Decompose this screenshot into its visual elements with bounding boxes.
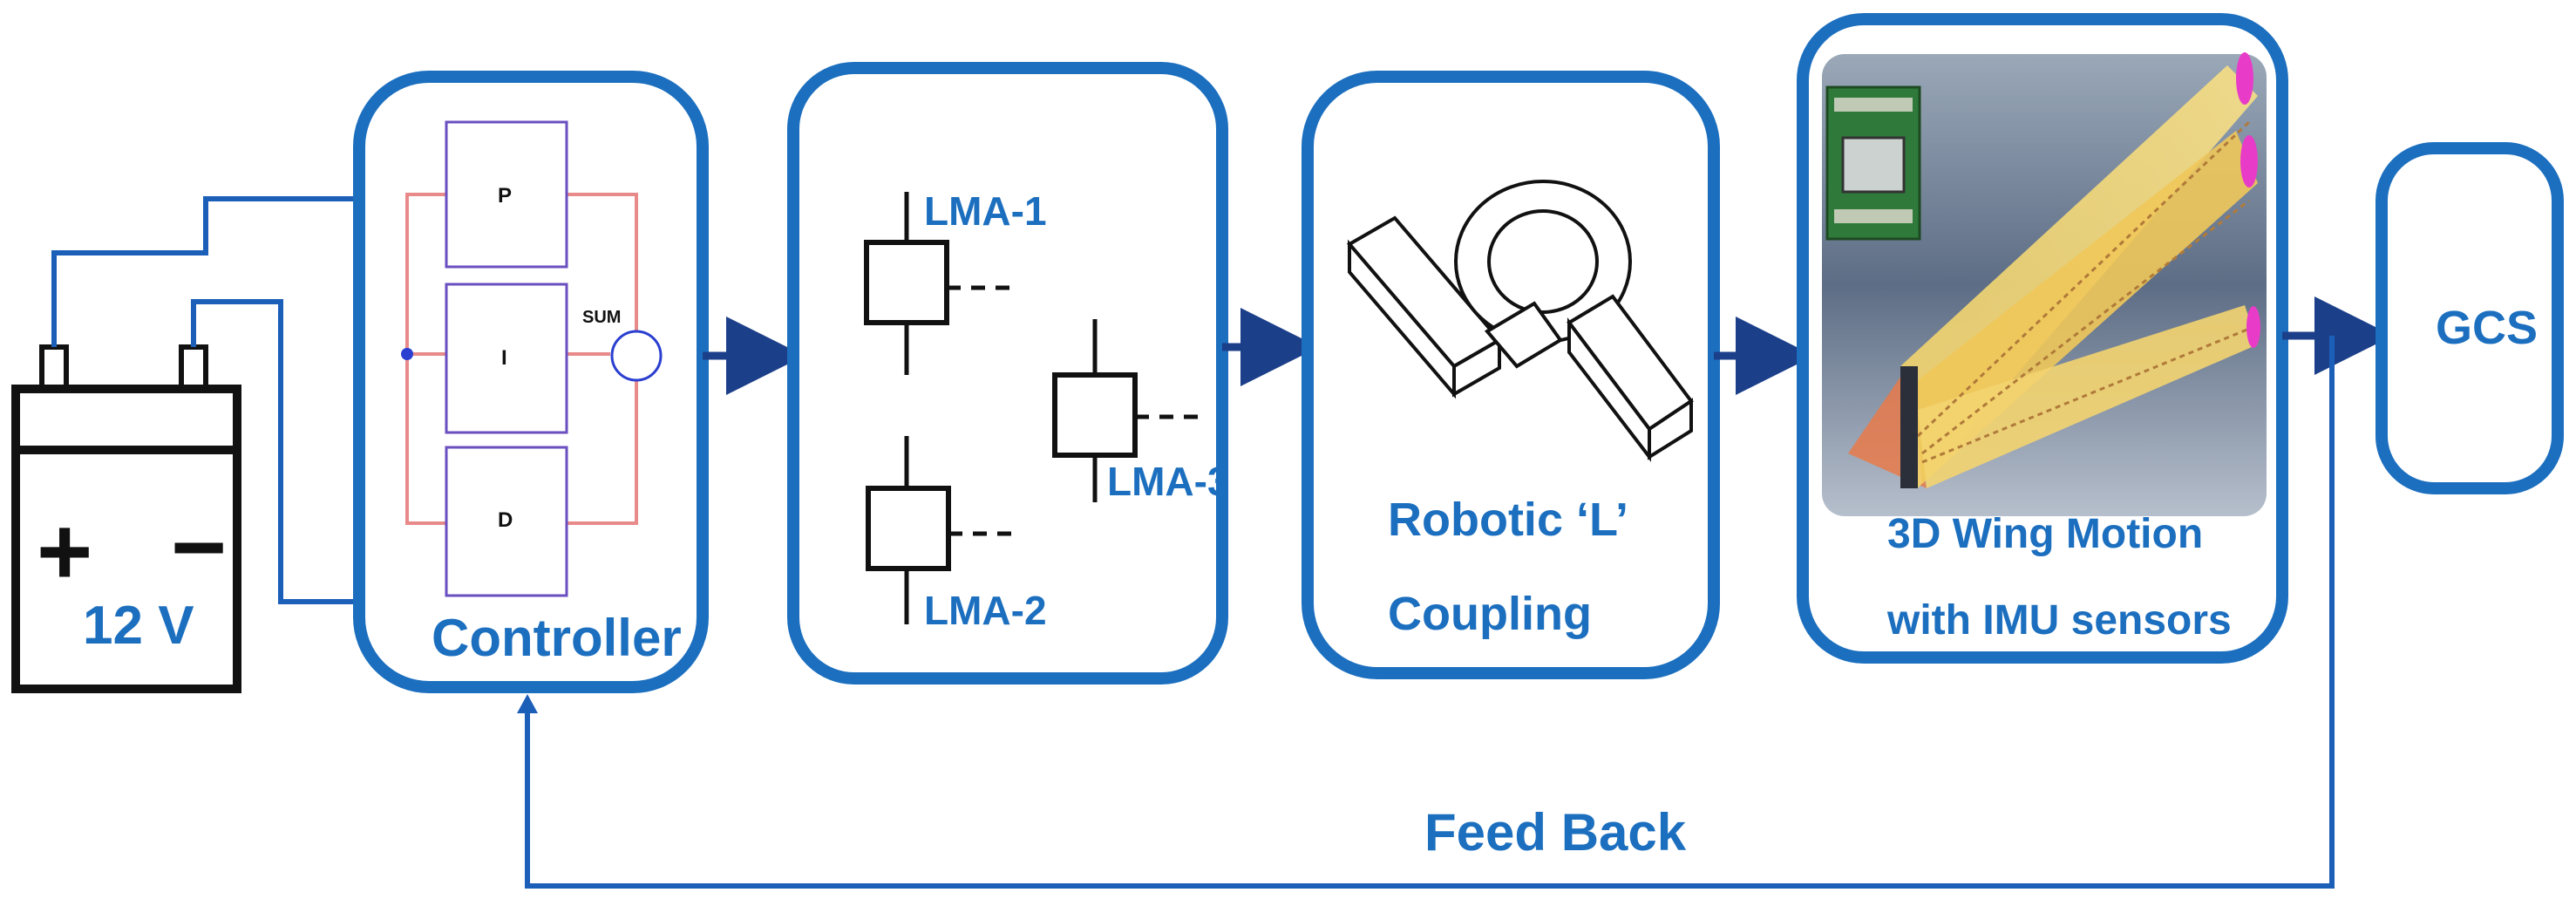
imu-sensor-board — [1825, 85, 1921, 241]
wing-label-line1: 3D Wing Motion — [1887, 511, 2203, 557]
lma-3-actuator — [1052, 319, 1206, 502]
wing-motion-block: 3D Wing Motion with IMU sensors — [1797, 13, 2288, 664]
lma-2-label: LMA-2 — [924, 588, 1047, 633]
i-label: I — [501, 346, 507, 370]
wing-label-line2: with IMU sensors — [1886, 597, 2232, 644]
d-label: D — [498, 508, 513, 532]
controller-label: Controller — [432, 609, 682, 667]
gcs-block: GCS — [2375, 142, 2564, 494]
gcs-label: GCS — [2436, 302, 2538, 354]
coupling-block: Robotic ‘L’ Coupling — [1302, 71, 1720, 679]
p-label: P — [498, 184, 512, 208]
controller-block: P I D SUM Controller — [353, 71, 709, 693]
feedback-loop: Feed Back — [517, 336, 2335, 889]
wing-render — [1848, 52, 2260, 488]
battery-wires — [51, 196, 359, 604]
pid-wiring — [405, 193, 638, 525]
feedback-label: Feed Back — [1424, 803, 1687, 862]
coupling-label-line2: Coupling — [1388, 588, 1592, 640]
lma-3-label: LMA-3 — [1107, 459, 1230, 504]
sum-label: SUM — [582, 308, 621, 327]
battery-minus-sign: − — [171, 494, 227, 601]
lma-block: LMA-1 LMA-2 LMA-3 — [787, 62, 1230, 685]
battery-plus-sign: + — [37, 498, 92, 605]
lma-2-actuator — [866, 436, 1020, 624]
l-coupling-drawing — [1346, 180, 1694, 462]
lma-1-label: LMA-1 — [924, 188, 1047, 234]
battery: + − 12 V — [11, 344, 241, 693]
pid-input-node — [401, 348, 413, 360]
battery-voltage-label: 12 V — [83, 596, 194, 656]
coupling-label-line1: Robotic ‘L’ — [1388, 494, 1628, 546]
lma-1-actuator — [864, 192, 1020, 375]
d-block — [445, 446, 568, 597]
sum-junction — [610, 330, 663, 382]
i-block — [445, 283, 568, 434]
p-block — [445, 120, 568, 269]
